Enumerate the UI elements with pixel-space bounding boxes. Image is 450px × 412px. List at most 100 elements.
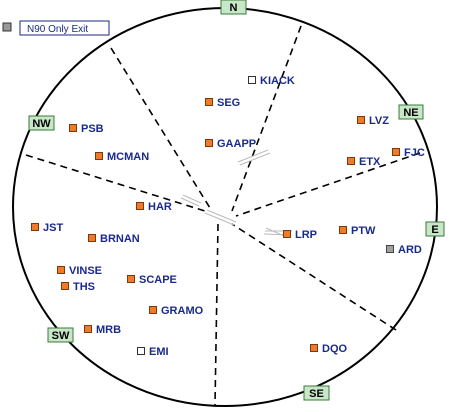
fix-marker (205, 98, 213, 106)
sector-label-text: SE (309, 388, 324, 400)
fix-jst: JST (31, 222, 63, 234)
fix-marker (149, 306, 157, 314)
fix-marker (283, 230, 291, 238)
runway-center (206, 209, 237, 223)
sector-label-text: NW (32, 118, 51, 130)
fix-label: VINSE (69, 265, 102, 277)
sector-label-e: E (425, 221, 445, 237)
fix-label: PSB (81, 123, 104, 135)
sector-label-box (28, 115, 55, 131)
divider-n-nw (110, 47, 211, 209)
fix-label: ARD (398, 244, 422, 256)
fix-emi: EMI (137, 346, 169, 358)
fix-marker (136, 202, 144, 210)
sector-dividers (25, 25, 421, 406)
fix-brnan: BRNAN (88, 233, 140, 245)
fix-marker (127, 275, 135, 283)
fix-marker (392, 148, 400, 156)
sector-label-box (303, 385, 330, 401)
sector-label-text: N (230, 2, 238, 14)
sector-label-text: NE (403, 107, 418, 119)
fix-gramo: GRAMO (149, 305, 204, 317)
fix-label: JST (43, 222, 63, 234)
sector-label-box (47, 327, 74, 343)
fix-marker (95, 152, 103, 160)
fix-scape: SCAPE (127, 274, 177, 286)
fix-marker (31, 223, 39, 231)
fix-label: BRNAN (100, 233, 140, 245)
fix-psb: PSB (69, 123, 104, 135)
sector-label-text: E (431, 224, 438, 236)
sector-label-nw: NW (28, 115, 55, 131)
fix-label: GAAPP (217, 138, 256, 150)
fix-label: SCAPE (139, 274, 177, 286)
divider-se-sw (214, 223, 219, 406)
sector-label-text: SW (52, 330, 70, 342)
airspace-boundary-circle (12, 7, 438, 407)
fix-seg: SEG (205, 97, 240, 109)
fixes: KIACK SEG GAAPP PSB MCMAN LVZ FJC ETX HAR JST BRNA… (31, 75, 425, 358)
fix-label: HAR (148, 201, 172, 213)
fix-label: THS (73, 281, 95, 293)
fix-mcman: MCMAN (95, 151, 149, 163)
sector-label-se: SE (303, 385, 330, 401)
divider-sw-nw (25, 154, 209, 213)
legend-label: N90 Only Exit (27, 24, 88, 35)
fix-label: MCMAN (107, 151, 149, 163)
runway-north (237, 149, 269, 163)
runway-center-edge (204, 212, 235, 226)
fix-label: PTW (351, 225, 376, 237)
fix-kiack: KIACK (248, 75, 295, 87)
fix-label: EMI (149, 346, 169, 358)
fix-ard: ARD (386, 244, 422, 256)
fix-har: HAR (136, 201, 172, 213)
sector-label-box (425, 221, 445, 237)
fix-marker (347, 157, 355, 165)
runway-west-edge (180, 197, 200, 207)
sector-label-ne: NE (398, 104, 424, 120)
legend-box (19, 20, 110, 36)
fix-marker (88, 234, 96, 242)
fix-label: MRB (96, 324, 121, 336)
fix-gaapp: GAAPP (205, 138, 256, 150)
divider-e-se (231, 223, 397, 331)
sector-label-n: N (220, 0, 247, 15)
fix-marker (137, 347, 145, 355)
fix-marker (357, 116, 365, 124)
fix-label: KIACK (260, 75, 295, 87)
divider-ne-e (235, 152, 421, 217)
fix-lrp: LRP (283, 229, 317, 241)
fix-etx: ETX (347, 156, 381, 168)
sector-labels: N NE E SE SW NW (28, 0, 445, 401)
fix-marker (310, 344, 318, 352)
fix-dqo: DQO (310, 343, 348, 355)
fix-marker (248, 76, 256, 84)
sector-label-box (398, 104, 424, 120)
fix-mrb: MRB (84, 324, 121, 336)
fix-marker (61, 282, 69, 290)
sector-label-box (220, 0, 247, 15)
fix-label: FJC (404, 147, 425, 159)
fix-label: GRAMO (161, 305, 204, 317)
fix-label: LRP (295, 229, 317, 241)
fix-marker (205, 139, 213, 147)
runway-east-diag (265, 227, 285, 237)
legend: N90 Only Exit (2, 20, 110, 36)
fix-marker (84, 325, 92, 333)
fix-marker (69, 124, 77, 132)
runways (180, 149, 292, 237)
fix-marker (386, 245, 394, 253)
sector-label-sw: SW (47, 327, 74, 343)
legend-swatch (2, 22, 12, 32)
fix-vinse: VINSE (57, 265, 102, 277)
fix-label: SEG (217, 97, 240, 109)
fix-label: DQO (322, 343, 348, 355)
runway-west (182, 194, 202, 204)
fix-ths: THS (61, 281, 95, 293)
divider-n-ne (231, 25, 302, 212)
fix-fjc: FJC (392, 147, 425, 159)
fix-ptw: PTW (339, 225, 376, 237)
fix-lvz: LVZ (357, 115, 389, 127)
